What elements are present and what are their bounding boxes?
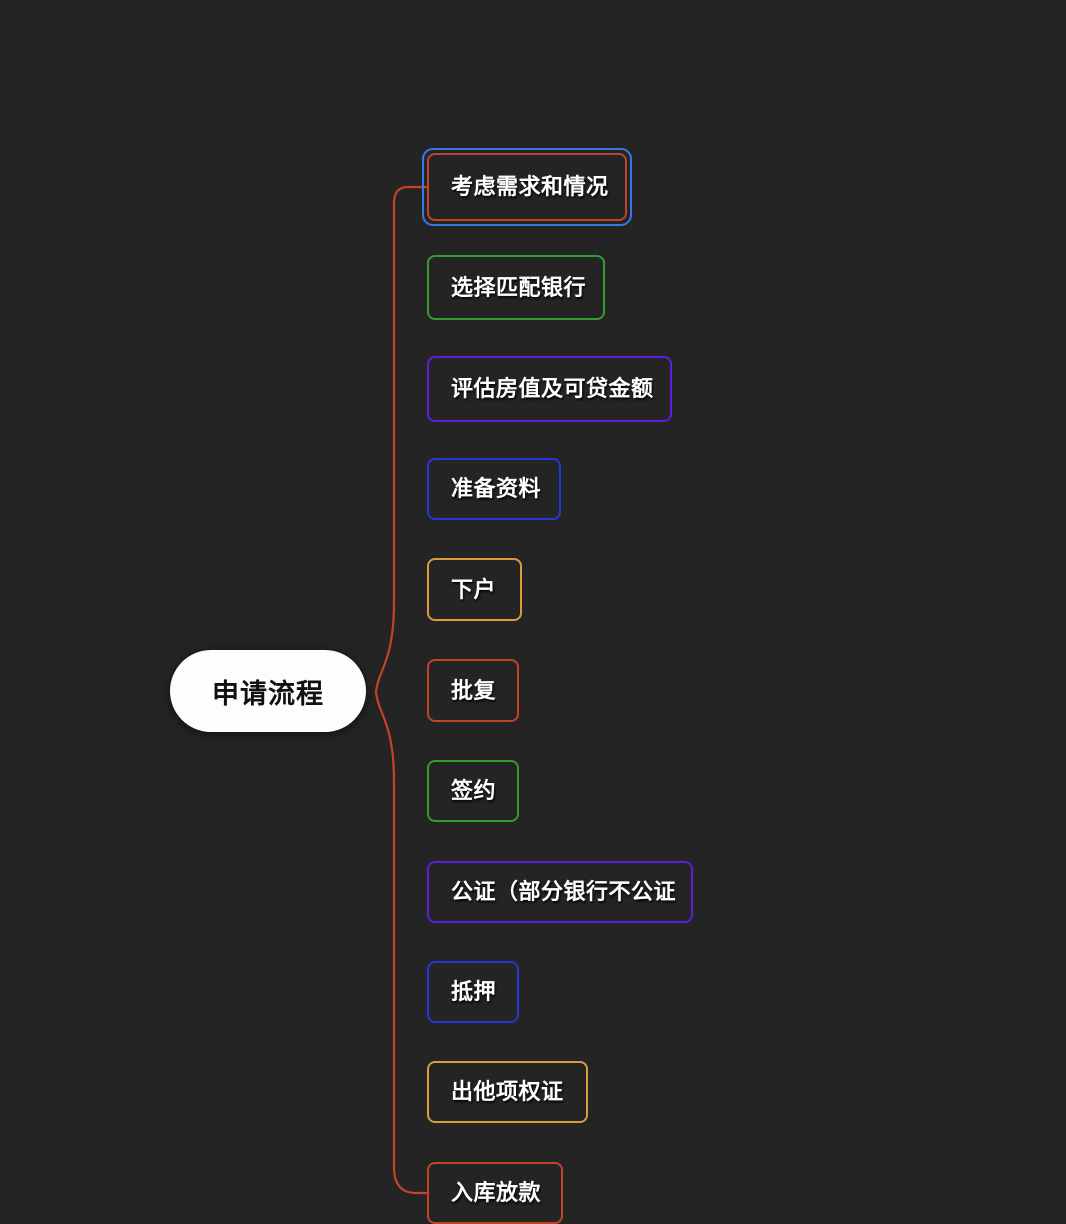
mindmap-edge xyxy=(374,185,429,694)
mindmap-node-label: 评估房值及可贷金额 xyxy=(451,376,654,401)
mindmap-node-9[interactable]: 抵押 xyxy=(427,961,519,1023)
mindmap-node-label: 出他项权证 xyxy=(451,1079,564,1104)
mindmap-node-3[interactable]: 评估房值及可贷金额 xyxy=(427,356,672,422)
mindmap-node-10[interactable]: 出他项权证 xyxy=(427,1061,588,1123)
mindmap-node-label: 考虑需求和情况 xyxy=(451,174,609,199)
mindmap-node-label: 入库放款 xyxy=(451,1180,542,1205)
mindmap-node-label: 批复 xyxy=(451,677,497,703)
mindmap-node-label: 选择匹配银行 xyxy=(451,274,587,300)
mindmap-node-label: 签约 xyxy=(451,778,497,803)
mindmap-node-8[interactable]: 公证（部分银行不公证 xyxy=(427,861,693,923)
root-node-label: 申请流程 xyxy=(212,678,324,709)
mindmap-node-label: 抵押 xyxy=(451,979,497,1004)
root-node[interactable]: 申请流程 xyxy=(170,650,366,732)
mindmap-node-2[interactable]: 选择匹配银行 xyxy=(427,255,605,320)
mindmap-node-label: 公证（部分银行不公证 xyxy=(451,879,677,904)
mindmap-node-6[interactable]: 批复 xyxy=(427,659,519,722)
mindmap-node-7[interactable]: 签约 xyxy=(427,760,519,822)
mindmap-node-5[interactable]: 下户 xyxy=(427,558,522,621)
mindmap-node-1[interactable]: 考虑需求和情况 xyxy=(427,153,627,221)
mindmap-node-4[interactable]: 准备资料 xyxy=(427,458,561,520)
mindmap-node-label: 准备资料 xyxy=(451,476,542,501)
mindmap-edge xyxy=(374,690,429,1195)
mindmap-node-label: 下户 xyxy=(451,576,497,602)
mindmap-node-11[interactable]: 入库放款 xyxy=(427,1162,563,1224)
